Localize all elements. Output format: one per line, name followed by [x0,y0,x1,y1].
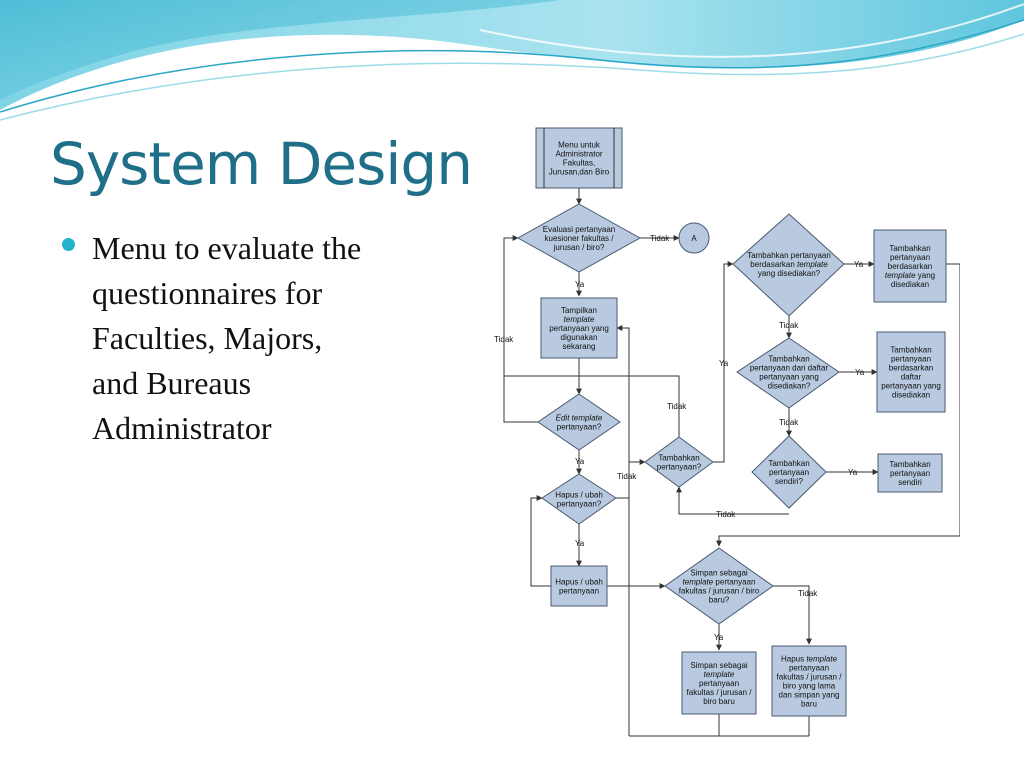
edge-label: Ya [714,633,724,642]
bullet-item: Menu to evaluate the questionnaires for … [62,226,442,451]
flowchart-panel: Tidak Ya Tidak Ya Tidak Ya Tidak Ya Ya T… [492,126,960,742]
flowchart: Tidak Ya Tidak Ya Tidak Ya Tidak Ya Ya T… [494,127,960,737]
edge-label: Tidak [716,510,736,519]
bullet-line: questionnaires for [92,275,323,311]
edge-label: Tidak [798,589,818,598]
bullet-line: Faculties, Majors, [92,320,323,356]
node-text: A [691,234,697,243]
edge-label: Tidak [667,402,687,411]
edge-loop-tambah [504,375,680,439]
edge-label: Tidak [779,321,799,330]
edge-t3-tidak-back [676,486,789,515]
wave-line-2 [0,33,1024,121]
wave-line-1 [0,19,1024,113]
edge-tambah-ya-t1 [713,261,734,463]
header-waves [0,0,1024,121]
bullet-dot-icon [62,238,75,251]
edge-label: Tidak [650,234,670,243]
edge-edit-tidak-loop [503,235,538,423]
edge-label: Ya [575,539,585,548]
edge-merge-simpan [716,264,960,547]
wave-band-front [0,0,560,100]
edge-label: Tidak [617,472,637,481]
page-title: System Design [50,130,473,198]
edge-simpan-tidak [773,585,812,645]
edge-label: Ya [848,468,858,477]
edge-phapus-back [530,495,551,587]
bullet-line: Administrator [92,410,272,446]
edge-label: Tidak [779,418,799,427]
edge-label: Ya [854,260,864,269]
edge-show-return [616,325,630,736]
edge-label: Ya [575,280,585,289]
bullet-list: Menu to evaluate the questionnaires for … [62,226,442,451]
connector-a: A [678,222,710,254]
edge-label: Tidak [494,335,514,344]
bullet-line: Menu to evaluate the [92,230,362,266]
bullet-line: and Bureaus [92,365,252,401]
edge-label: Ya [575,457,585,466]
wave-line-3 [479,3,1024,58]
edge-label: Ya [855,368,865,377]
edge-label: Ya [719,359,729,368]
